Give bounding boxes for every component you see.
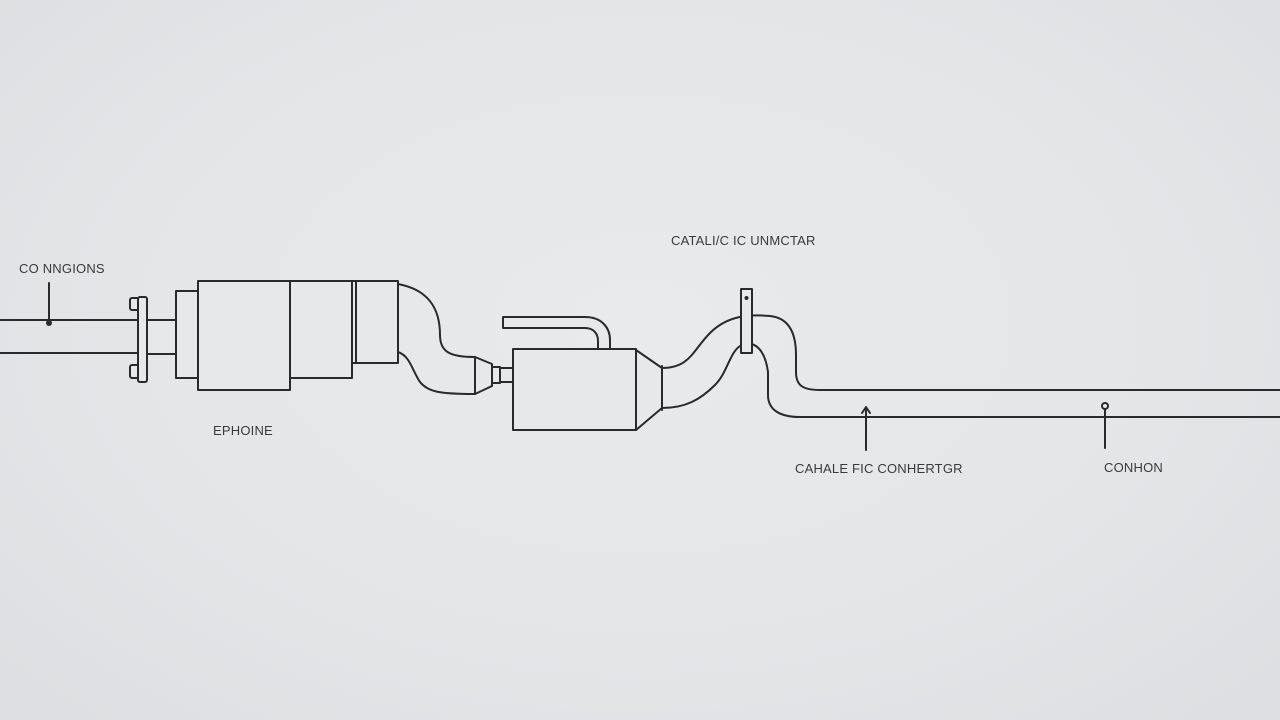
engine-label: EPHOINE xyxy=(213,423,273,438)
catalytic-converter xyxy=(502,316,663,431)
inlet-flange xyxy=(129,296,177,383)
catalytic-pointer xyxy=(861,406,871,451)
carbon-label: CONHON xyxy=(1104,460,1163,475)
connections-label: CO NNGIONS xyxy=(19,261,105,276)
inlet-pipe xyxy=(0,319,139,354)
catalytic-top-label: CATALI/C IC UNMCTAR xyxy=(671,233,816,248)
catalytic-bottom-label: CAHALE FIC CONHERTGR xyxy=(795,461,963,476)
carbon-pointer xyxy=(1101,402,1109,449)
engine-outlet-pipe xyxy=(397,283,514,395)
connections-pointer xyxy=(46,282,52,326)
outlet-pipe xyxy=(661,314,1280,418)
engine-block xyxy=(175,280,399,391)
clamp-sensor xyxy=(740,288,753,354)
